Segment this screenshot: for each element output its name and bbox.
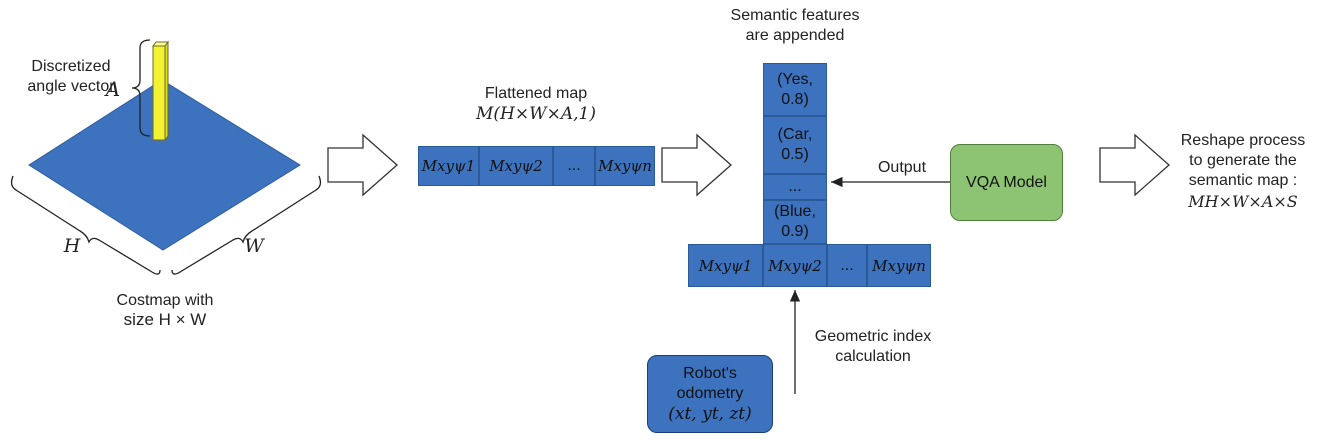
semantic-title-line1: Semantic features bbox=[730, 7, 860, 24]
odometry-box: Robot's odometry (xt, yt, zt) bbox=[647, 355, 773, 433]
output-label: Output bbox=[877, 159, 927, 176]
block-arrow-1 bbox=[327, 133, 398, 197]
w-symbol: W bbox=[244, 235, 264, 257]
block-arrow-2 bbox=[661, 133, 732, 197]
vqa-model-label: VQA Model bbox=[966, 173, 1047, 191]
width-brace bbox=[171, 175, 322, 275]
odometry-line2: odometry bbox=[676, 385, 744, 402]
flattened-cell-2: Mxyψ2 bbox=[479, 146, 553, 186]
reshape-line3: semantic map : bbox=[1188, 172, 1298, 189]
odometry-line1: Robot's bbox=[683, 365, 737, 382]
base-cell-4: Mxyψn bbox=[867, 244, 931, 287]
reshape-line2: to generate the bbox=[1189, 152, 1297, 169]
block-arrow-3 bbox=[1099, 133, 1170, 197]
semantic-title-line2: are appended bbox=[745, 27, 845, 44]
geometric-index-line2: calculation bbox=[835, 348, 911, 365]
reshape-formula: MH×W×A×S bbox=[1188, 192, 1298, 211]
angle-vector-label: Discretized angle vector bbox=[16, 57, 126, 97]
base-cell-2: Mxyψ2 bbox=[763, 244, 827, 287]
base-cell-1: Mxyψ1 bbox=[688, 244, 763, 287]
vqa-model-box: VQA Model bbox=[950, 144, 1063, 221]
semantic-item-1: (Yes, 0.8) bbox=[763, 63, 827, 116]
flattened-map-formula: M(H×W×A,1) bbox=[476, 104, 596, 124]
angle-brace bbox=[131, 39, 151, 137]
odometry-formula: (xt, yt, zt) bbox=[668, 404, 752, 424]
h-symbol: H bbox=[63, 235, 81, 257]
angle-vector-bar bbox=[152, 40, 169, 142]
costmap-plane bbox=[28, 79, 301, 251]
flattened-cell-3: ... bbox=[553, 146, 595, 186]
semantic-item-2: (Car, 0.5) bbox=[763, 116, 827, 174]
height-brace bbox=[10, 175, 161, 275]
a-symbol: A bbox=[105, 77, 121, 101]
costmap-caption-line2: size H × W bbox=[123, 310, 207, 329]
geometric-index-line1: Geometric index bbox=[814, 328, 932, 345]
angle-vector-label-text: Discretized angle vector bbox=[27, 58, 115, 95]
costmap-caption-line1: Costmap with bbox=[116, 292, 214, 309]
semantic-item-3: ... bbox=[763, 174, 827, 200]
flattened-cell-4: Mxyψn bbox=[595, 146, 655, 186]
reshape-line1: Reshape process bbox=[1180, 132, 1306, 149]
flattened-cell-1: Mxyψ1 bbox=[418, 146, 479, 186]
base-cell-3: ... bbox=[827, 244, 867, 287]
flattened-map-title: Flattened map bbox=[484, 85, 588, 102]
semantic-item-4: (Blue, 0.9) bbox=[763, 200, 827, 244]
